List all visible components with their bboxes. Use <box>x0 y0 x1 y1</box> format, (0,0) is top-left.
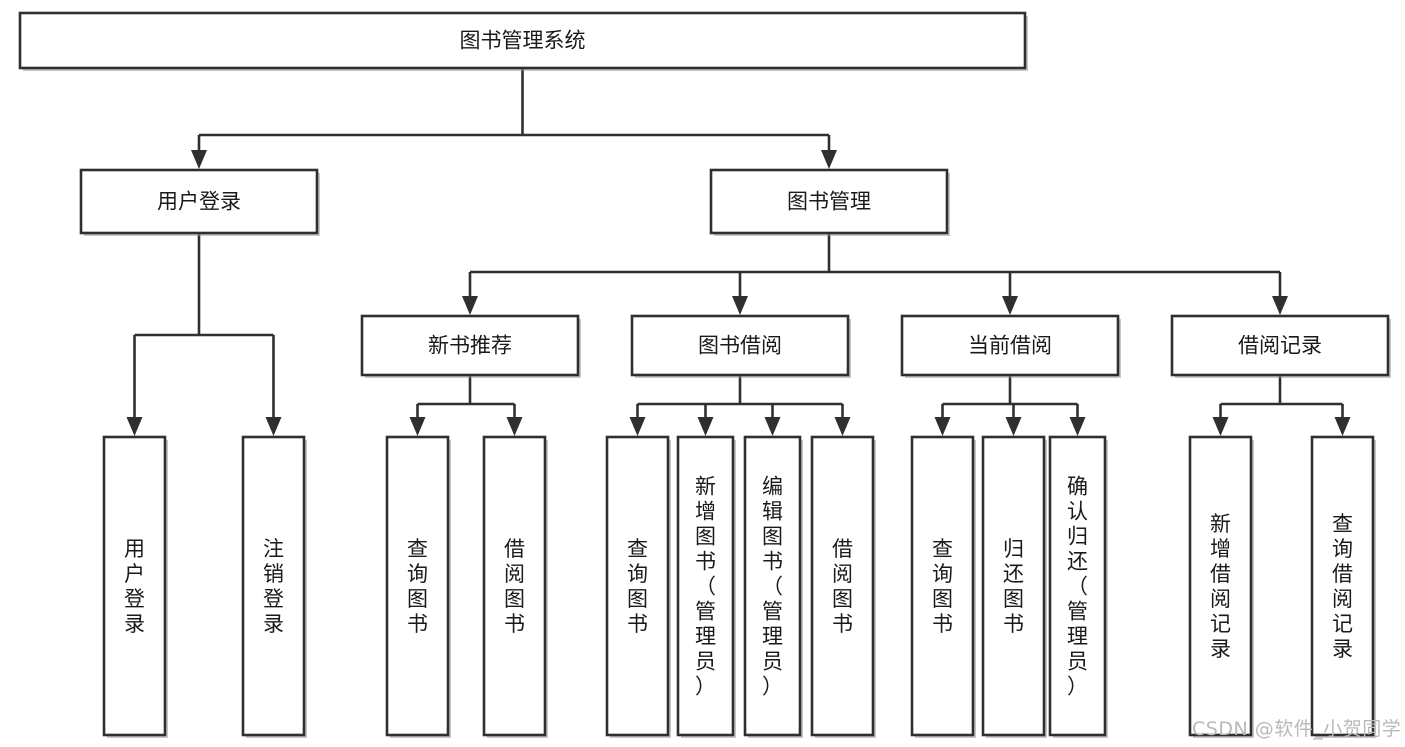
node-leaf-cur-confirm[interactable]: 确认归还（管理员） <box>1048 435 1108 738</box>
arrow-head-icon <box>1002 296 1018 315</box>
node-rect[interactable] <box>1048 435 1107 737</box>
arrow-head-icon <box>834 417 851 436</box>
node-root[interactable]: 图书管理系统 <box>18 11 1028 71</box>
node-leaf-borrow-lend[interactable]: 借阅图书 <box>810 435 876 738</box>
arrow-head-icon <box>1272 296 1288 315</box>
node-leaf-rec-borrow[interactable]: 借阅图书 <box>482 435 548 738</box>
connector-group-user-login <box>126 233 282 436</box>
node-rect[interactable] <box>482 435 547 737</box>
connector-group-root <box>191 68 837 169</box>
node-label: 查询图书 <box>627 537 648 636</box>
arrow-head-icon <box>934 417 951 436</box>
connector-group-book-manage <box>462 233 1288 315</box>
node-label: 确认归还（管理员） <box>1067 475 1088 699</box>
arrow-head-icon <box>629 417 646 436</box>
node-rect[interactable] <box>18 11 1027 70</box>
node-label: 新书推荐 <box>428 334 512 358</box>
node-label: 查询图书 <box>407 537 428 636</box>
node-leaf-rec-query[interactable]: 查询图书 <box>385 435 451 738</box>
node-leaf-borrow-add[interactable]: 新增图书（管理员） <box>676 435 736 738</box>
node-leaf-user-login[interactable]: 用户登录 <box>102 435 168 738</box>
node-label: 图书管理系统 <box>460 29 586 53</box>
node-leaf-rec-search[interactable]: 查询借阅记录 <box>1310 435 1376 738</box>
node-label: 查询借阅记录 <box>1332 512 1353 661</box>
node-rect[interactable] <box>102 435 167 737</box>
arrow-head-icon <box>191 150 207 169</box>
node-book-manage[interactable]: 图书管理 <box>709 168 950 236</box>
node-label: 用户登录 <box>124 537 145 636</box>
node-rect[interactable] <box>1188 435 1253 737</box>
node-rect[interactable] <box>709 168 949 235</box>
node-rect[interactable] <box>743 435 802 737</box>
node-leaf-cur-query[interactable]: 查询图书 <box>910 435 976 738</box>
node-rect[interactable] <box>900 314 1120 377</box>
arrow-head-icon <box>409 417 426 436</box>
node-rect[interactable] <box>981 435 1046 737</box>
node-leaf-borrow-edit[interactable]: 编辑图书（管理员） <box>743 435 803 738</box>
node-rect[interactable] <box>810 435 875 737</box>
connector-group-book-borrow <box>629 375 851 436</box>
node-layer: 图书管理系统用户登录图书管理新书推荐图书借阅当前借阅借阅记录用户登录注销登录查询… <box>18 11 1391 738</box>
arrow-head-icon <box>1005 417 1022 436</box>
connector-layer <box>126 68 1351 436</box>
arrow-head-icon <box>732 296 748 315</box>
node-rect[interactable] <box>605 435 670 737</box>
node-rect[interactable] <box>385 435 450 737</box>
connector-group-borrow-record <box>1212 375 1351 436</box>
node-label: 查询图书 <box>932 537 953 636</box>
connector-group-new-book-rec <box>409 375 523 436</box>
node-label: 归还图书 <box>1003 537 1024 636</box>
node-label: 新增图书（管理员） <box>695 475 716 699</box>
node-label: 借阅记录 <box>1238 334 1322 358</box>
arrow-head-icon <box>821 150 837 169</box>
node-book-borrow[interactable]: 图书借阅 <box>630 314 851 378</box>
connector-group-current-borrow <box>934 375 1086 436</box>
node-rect[interactable] <box>360 314 580 377</box>
node-leaf-user-logout[interactable]: 注销登录 <box>241 435 307 738</box>
node-rect[interactable] <box>676 435 735 737</box>
node-label: 借阅图书 <box>832 537 853 636</box>
node-rect[interactable] <box>910 435 975 737</box>
arrow-head-icon <box>506 417 523 436</box>
arrow-head-icon <box>126 417 143 436</box>
node-label: 图书借阅 <box>698 334 782 358</box>
node-borrow-record[interactable]: 借阅记录 <box>1170 314 1391 378</box>
arrow-head-icon <box>1069 417 1086 436</box>
arrow-head-icon <box>697 417 714 436</box>
node-leaf-borrow-query[interactable]: 查询图书 <box>605 435 671 738</box>
arrow-head-icon <box>462 296 478 315</box>
node-label: 借阅图书 <box>504 537 525 636</box>
node-label: 编辑图书（管理员） <box>762 475 783 699</box>
node-leaf-rec-add[interactable]: 新增借阅记录 <box>1188 435 1254 738</box>
node-new-book-rec[interactable]: 新书推荐 <box>360 314 581 378</box>
node-leaf-cur-return[interactable]: 归还图书 <box>981 435 1047 738</box>
node-current-borrow[interactable]: 当前借阅 <box>900 314 1121 378</box>
node-label: 注销登录 <box>263 537 284 636</box>
node-rect[interactable] <box>1170 314 1390 377</box>
node-label: 新增借阅记录 <box>1210 512 1231 661</box>
node-rect[interactable] <box>630 314 850 377</box>
arrow-head-icon <box>1212 417 1229 436</box>
node-rect[interactable] <box>1310 435 1375 737</box>
node-rect[interactable] <box>79 168 319 235</box>
node-user-login[interactable]: 用户登录 <box>79 168 320 236</box>
node-label: 用户登录 <box>157 190 241 214</box>
arrow-head-icon <box>265 417 282 436</box>
node-label: 当前借阅 <box>968 334 1052 358</box>
node-rect[interactable] <box>241 435 306 737</box>
arrow-head-icon <box>764 417 781 436</box>
arrow-head-icon <box>1334 417 1351 436</box>
node-label: 图书管理 <box>787 190 871 214</box>
